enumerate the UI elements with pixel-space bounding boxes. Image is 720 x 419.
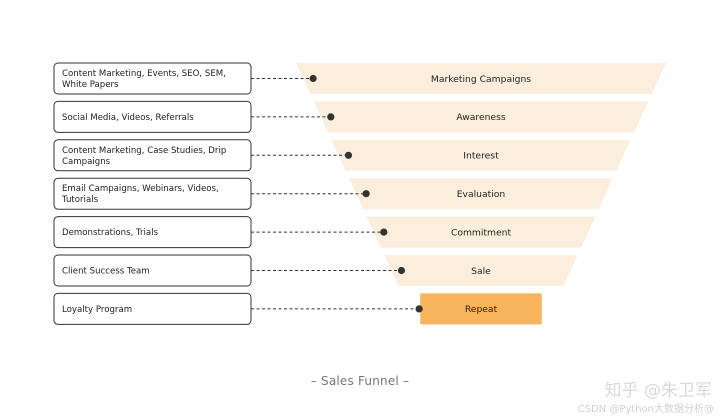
funnel-segment	[366, 216, 596, 248]
stage-label: Evaluation	[457, 189, 506, 200]
stage-label: Interest	[463, 151, 499, 162]
tactic-text-line: Tutorials	[61, 195, 99, 205]
tactic-text-line: Loyalty Program	[62, 305, 132, 315]
connector-dot	[415, 305, 423, 313]
funnel-segment	[296, 63, 666, 94]
funnel-segment-highlight	[420, 293, 542, 325]
funnel-segment	[331, 139, 631, 171]
tactic-text-line: Content Marketing, Events, SEO, SEM,	[62, 69, 226, 79]
stage-label: Commitment	[451, 227, 512, 238]
connector-dot	[344, 151, 353, 159]
tactic-text-line: Social Media, Videos, Referrals	[62, 113, 194, 123]
funnel-stage-3: Interest Content Marketing, Case Studies,…	[53, 139, 631, 172]
funnel-stage-4: Evaluation Email Campaigns, Webinars, Vid…	[53, 177, 614, 210]
funnel-segment	[348, 178, 614, 210]
funnel-stage-7: Repeat Loyalty Program	[53, 292, 542, 325]
funnel-stage-2: Awareness Social Media, Videos, Referrals	[53, 100, 649, 133]
connector-dot	[380, 228, 388, 236]
connector-dot	[327, 113, 335, 121]
funnel-stage-1: Marketing Campaigns Content Marketing, Ev…	[53, 62, 666, 95]
stage-label: Sale	[471, 266, 491, 277]
watermark-zhihu: 知乎 @朱卫军	[604, 381, 712, 401]
connector-dot	[397, 266, 406, 275]
connector-dot	[309, 74, 317, 83]
funnel-segment	[313, 101, 649, 133]
watermark-csdn: CSDN @Python大数据分析@	[577, 404, 714, 415]
tactic-text-line: White Papers	[62, 80, 119, 90]
funnel-segment	[384, 255, 578, 286]
funnel-stage-5: Commitment Demonstrations, Trials	[53, 216, 596, 249]
connector-dot	[362, 190, 370, 198]
stage-label: Awareness	[456, 112, 506, 123]
stage-label: Repeat	[465, 304, 498, 315]
figure-caption: – Sales Funnel –	[310, 374, 410, 388]
tactic-text-line: Email Campaigns, Webinars, Videos,	[62, 184, 219, 194]
tactic-text-line: Campaigns	[62, 157, 111, 167]
funnel-stage-6: Sale Client Success Team	[53, 254, 578, 287]
tactic-text-line: Client Success Team	[62, 267, 150, 277]
stage-label: Marketing Campaigns	[431, 74, 531, 85]
tactic-text-line: Content Marketing, Case Studies, Drip	[62, 146, 226, 156]
tactic-text-line: Demonstrations, Trials	[62, 228, 159, 238]
